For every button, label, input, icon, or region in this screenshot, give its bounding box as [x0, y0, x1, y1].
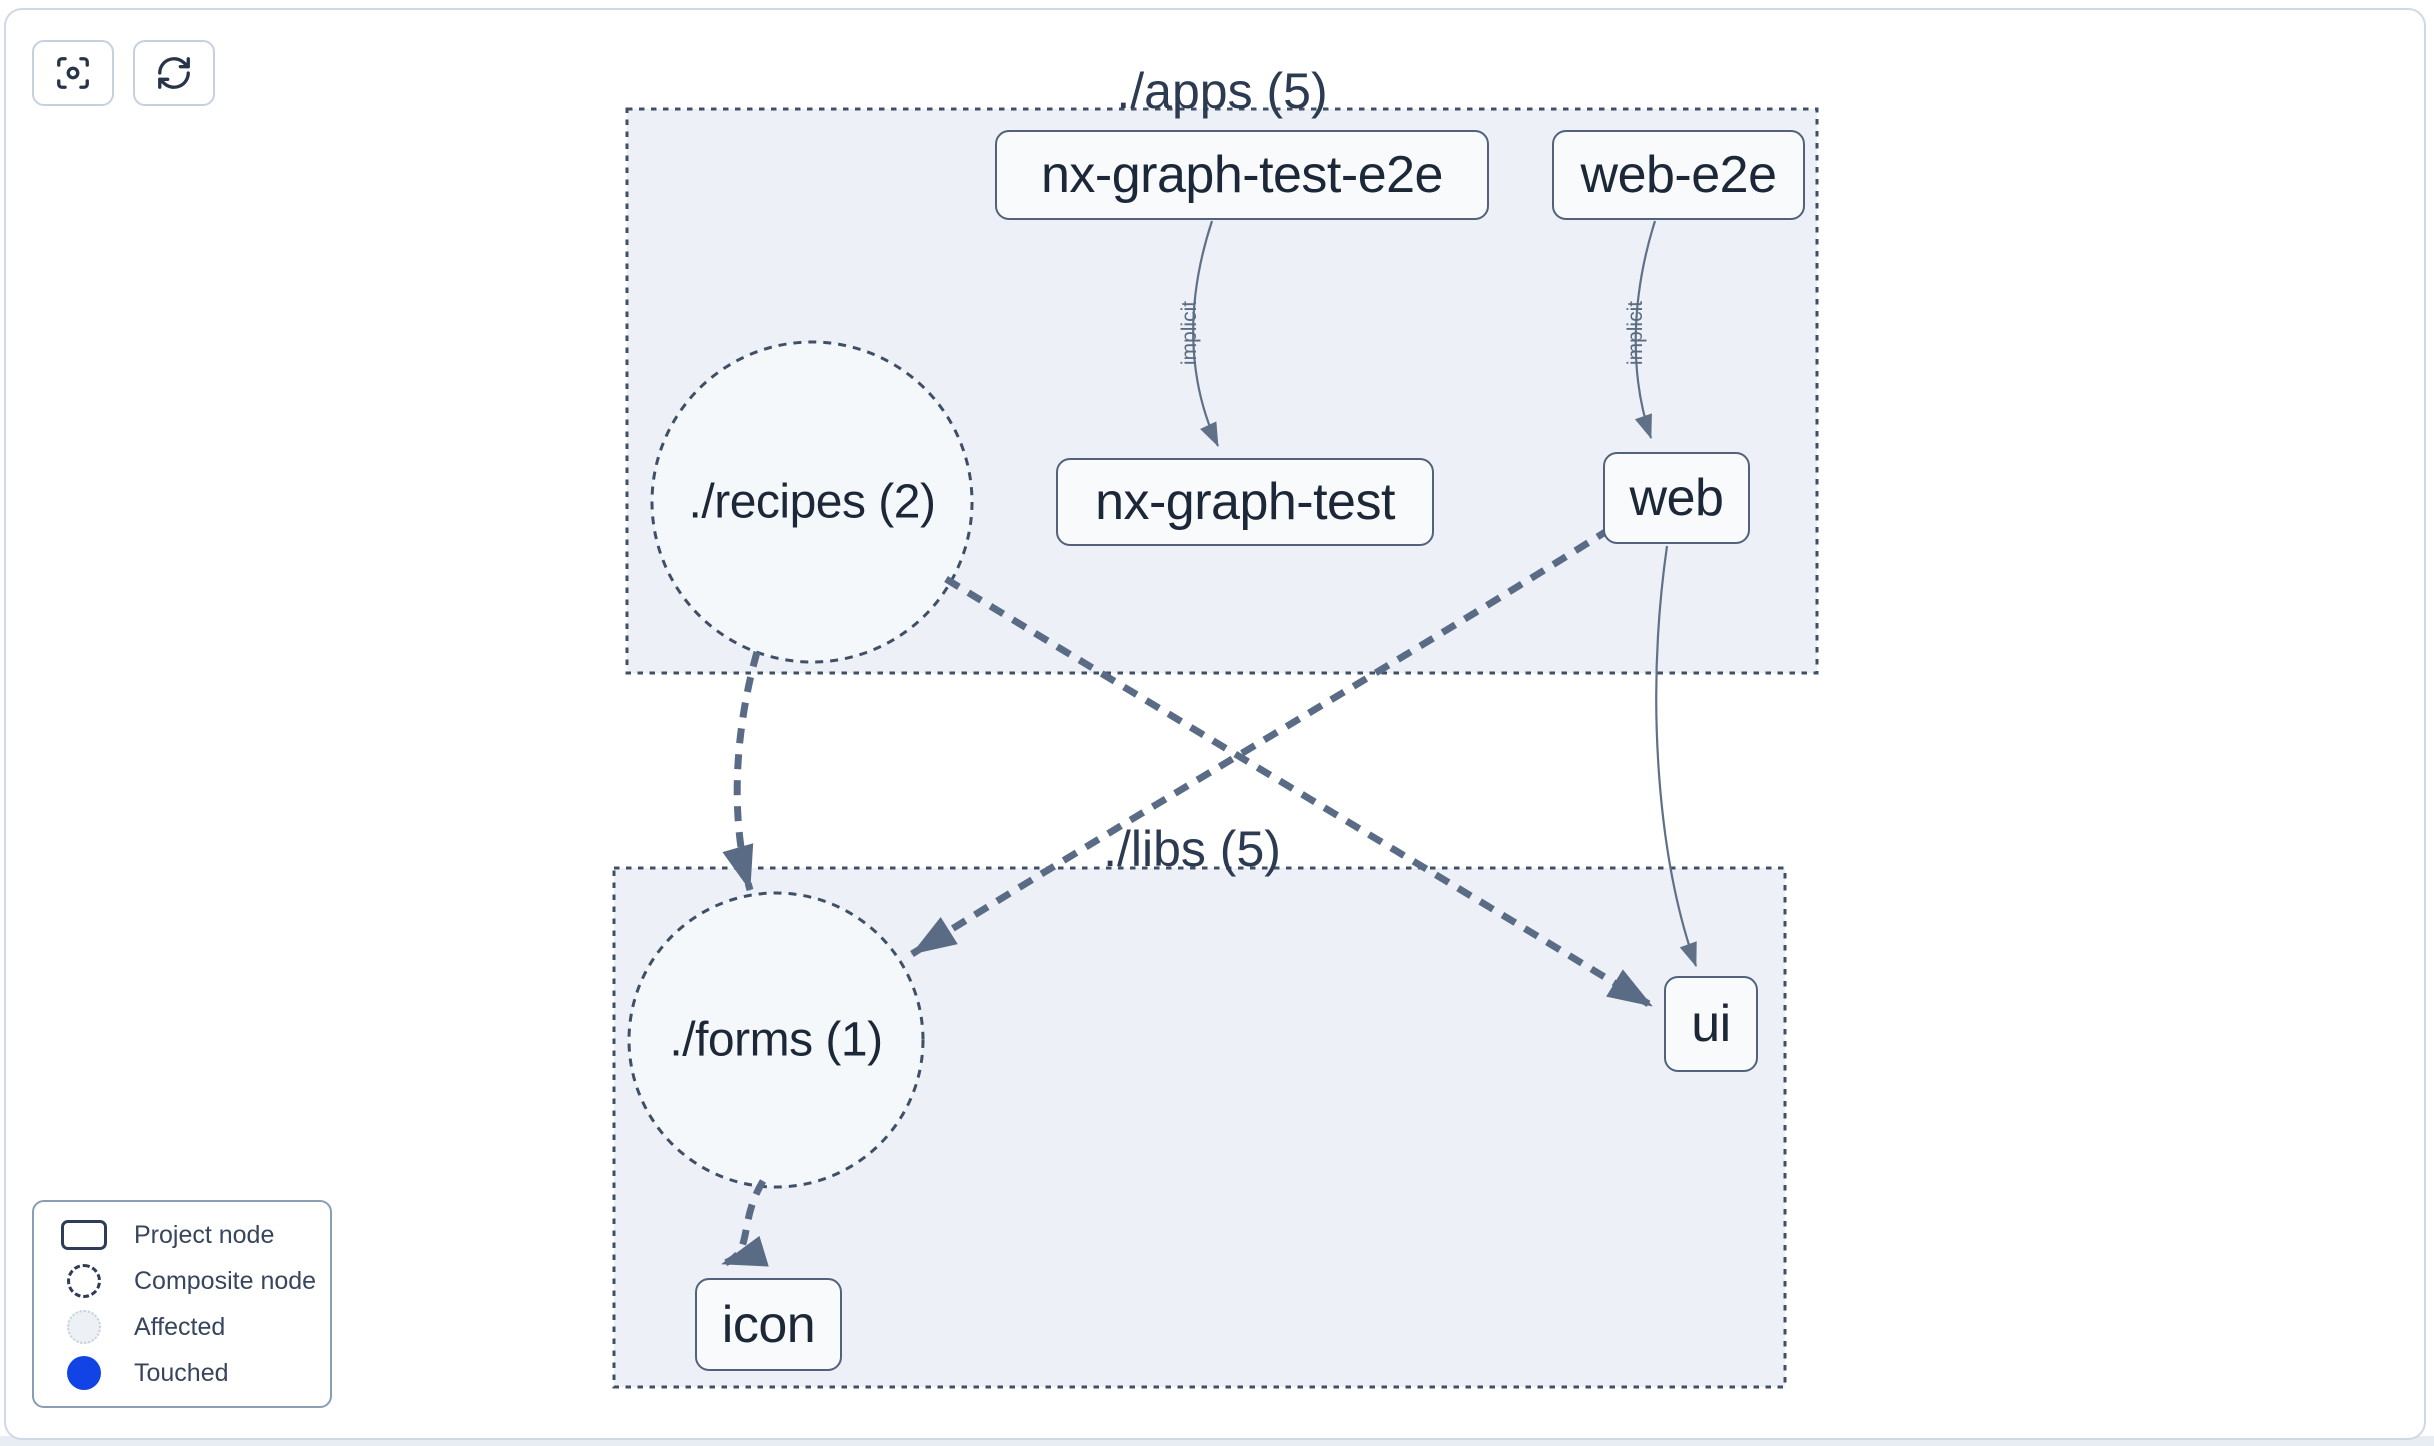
refresh-cycle-icon: [158, 57, 190, 89]
edge-recipes-to-ui[interactable]: [944, 576, 1654, 1009]
edge-nx-graph-test-e2e-to-nx-graph-test[interactable]: [1192, 220, 1219, 447]
focus-button[interactable]: [32, 40, 114, 106]
node-nx-graph-test-e2e[interactable]: nx-graph-test-e2e: [995, 130, 1489, 220]
node-nx-graph-test[interactable]: nx-graph-test: [1056, 458, 1434, 546]
composite-forms-label[interactable]: ./forms (1): [669, 1013, 883, 1067]
legend-label: Composite node: [134, 1266, 317, 1295]
node-label: web-e2e: [1580, 146, 1777, 204]
node-web-e2e[interactable]: web-e2e: [1552, 130, 1805, 220]
legend-label: Affected: [134, 1312, 226, 1341]
node-label: icon: [721, 1295, 816, 1354]
node-label: nx-graph-test-e2e: [1041, 146, 1443, 204]
composite-node-recipes[interactable]: [650, 340, 974, 664]
composite-node-swatch-icon: [67, 1264, 101, 1298]
composite-recipes-label[interactable]: ./recipes (2): [688, 475, 936, 529]
edge-forms-to-icon[interactable]: [720, 1179, 769, 1268]
legend-label: Touched: [134, 1358, 229, 1387]
focus-crosshair-icon: [57, 57, 89, 89]
edge-label-implicit-2: implicit: [1624, 300, 1647, 366]
edge-web-to-ui[interactable]: [1655, 545, 1698, 967]
edge-web-e2e-to-web[interactable]: [1634, 220, 1657, 439]
project-node-swatch-icon: [61, 1220, 107, 1250]
legend-label: Project node: [134, 1220, 275, 1249]
edge-recipes-to-forms[interactable]: [722, 651, 761, 891]
legend-item-affected: Affected: [34, 1304, 330, 1350]
node-icon[interactable]: icon: [695, 1278, 842, 1371]
cluster-libs-label[interactable]: ./libs (5): [1103, 821, 1281, 877]
legend-item-project-node: Project node: [34, 1212, 330, 1258]
legend-swatch-affected: [67, 1310, 101, 1344]
legend-panel: Project node Composite node Affected Tou…: [32, 1200, 332, 1408]
node-ui[interactable]: ui: [1664, 976, 1758, 1072]
composite-node-forms[interactable]: [627, 891, 925, 1189]
legend-swatch-touched: [67, 1356, 101, 1390]
refresh-button[interactable]: [133, 40, 215, 106]
edge-web-to-forms[interactable]: [910, 526, 1612, 957]
node-label: nx-graph-test: [1095, 473, 1395, 531]
edge-label-implicit-1: implicit: [1178, 300, 1201, 366]
node-label: ui: [1691, 995, 1731, 1053]
legend-item-composite-node: Composite node: [34, 1258, 330, 1304]
node-web[interactable]: web: [1603, 452, 1750, 544]
cluster-apps-label[interactable]: ./apps (5): [1116, 63, 1328, 119]
page-background-strip: [0, 1436, 2434, 1446]
legend-item-touched: Touched: [34, 1350, 330, 1396]
node-label: web: [1629, 469, 1724, 527]
